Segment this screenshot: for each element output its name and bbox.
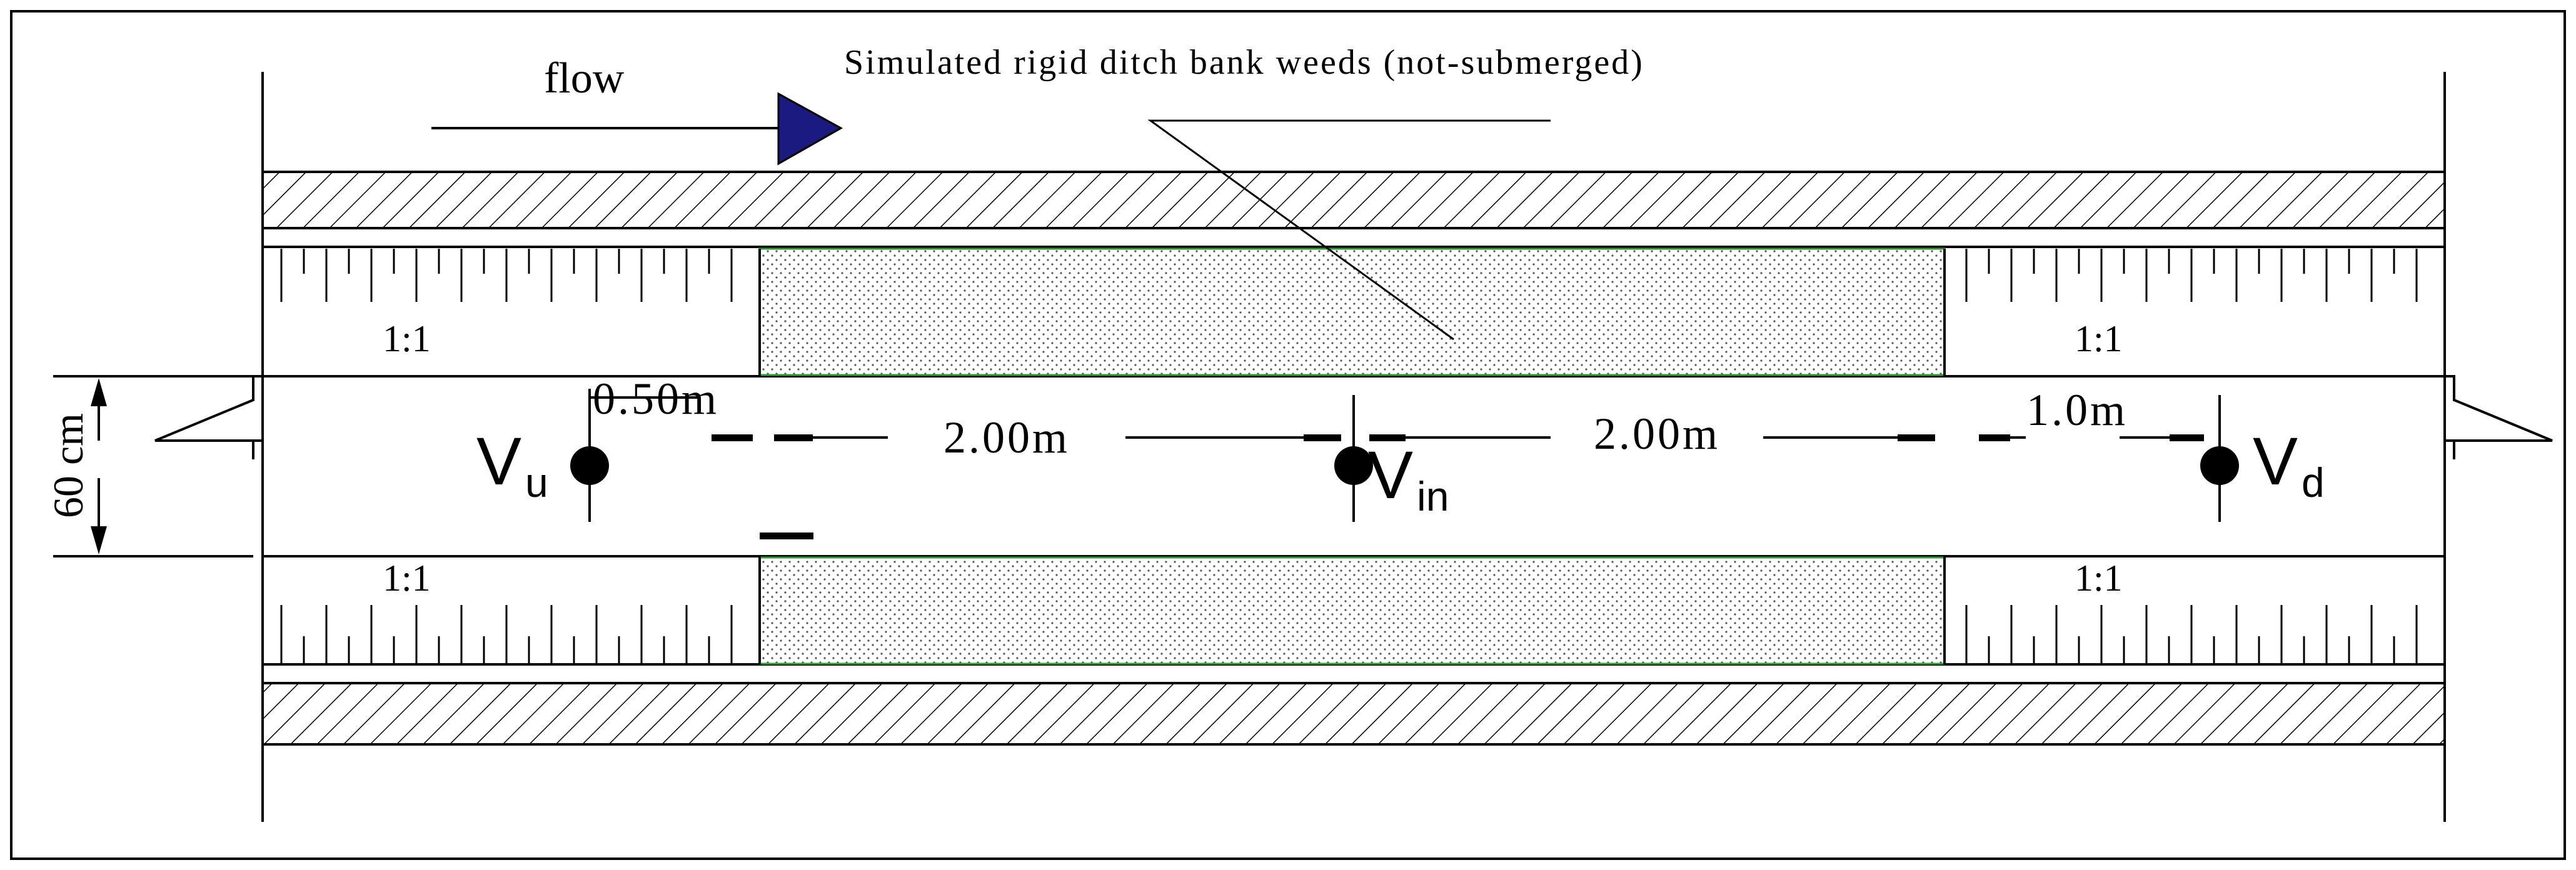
dimension-arrow-markers <box>712 434 2204 539</box>
measurement-point-inside <box>1334 446 1373 485</box>
velocity-label-upstream: Vu <box>476 423 548 506</box>
slope-label-upper-left: 1:1 <box>383 318 431 359</box>
slope-tick-marks <box>280 249 2418 664</box>
distance-label-downstream: 1.0m <box>2026 385 2128 435</box>
slope-label-lower-right: 1:1 <box>2075 558 2123 599</box>
velocity-label-inside: Vin <box>1368 437 1449 519</box>
width-arrow-up <box>91 378 107 406</box>
left-break-symbol <box>154 375 263 442</box>
lower-embankment <box>261 682 2446 746</box>
measurement-point-downstream <box>2200 446 2239 485</box>
slope-label-lower-left: 1:1 <box>383 558 431 599</box>
flow-arrow <box>431 92 843 166</box>
flow-arrowhead <box>777 92 843 166</box>
velocity-label-downstream: Vd <box>2253 423 2325 506</box>
distance-label-first: 2.00m <box>943 412 1070 462</box>
right-break-symbol <box>2445 375 2553 442</box>
vegetation-zone-lower <box>758 556 1946 665</box>
distance-label-upstream: 0.50m <box>593 374 719 424</box>
width-arrow-down <box>91 526 107 554</box>
distance-dimension-line <box>591 396 2188 439</box>
width-dimension-label: 60 cm <box>44 413 92 518</box>
upper-embankment <box>261 171 2446 229</box>
distance-label-second: 2.00m <box>1594 409 1720 459</box>
weeds-label: Simulated rigid ditch bank weeds (not-su… <box>844 43 1644 82</box>
weeds-leader-line <box>1147 119 1551 341</box>
measurement-point-upstream <box>570 446 609 485</box>
vegetation-zone-upper <box>758 248 1946 376</box>
slope-label-upper-right: 1:1 <box>2075 318 2123 359</box>
flow-label: flow <box>544 54 625 102</box>
